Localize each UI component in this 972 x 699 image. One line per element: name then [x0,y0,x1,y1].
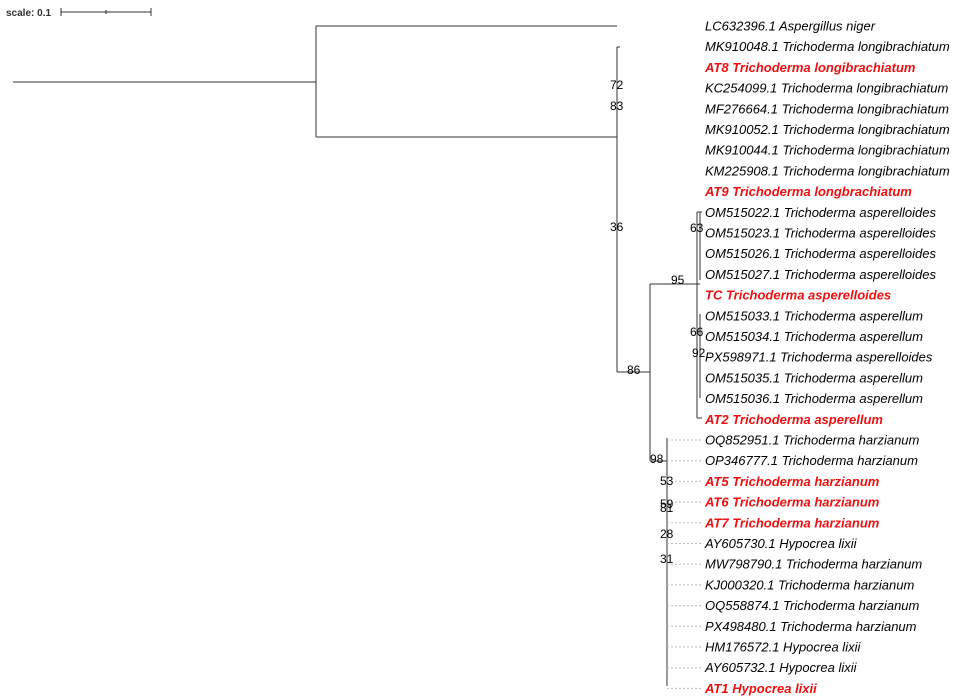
bootstrap-value: 83 [610,99,624,113]
leaf-label: PX498480.1 Trichoderma harzianum [705,619,917,634]
tree-branches [13,25,702,689]
leaf-label: OM515034.1 Trichoderma asperellum [705,329,923,344]
bootstrap-value: 86 [627,363,641,377]
leaf-label: MK910052.1 Trichoderma longibrachiatum [705,122,950,137]
scale-bar: scale: 0.1 [6,8,152,19]
bootstrap-value: 92 [692,346,706,360]
leaf-label: OQ558874.1 Trichoderma harzianum [705,598,920,613]
bootstrap-value: 72 [610,78,624,92]
leaf-label-highlighted: AT9 Trichoderma longbrachiatum [704,184,912,199]
leaf-label: OQ852951.1 Trichoderma harzianum [705,433,920,448]
leaf-label: KJ000320.1 Trichoderma harzianum [705,577,914,592]
bootstrap-value: 36 [610,220,624,234]
bootstrap-value: 28 [660,527,674,541]
bootstrap-value: 95 [671,273,685,287]
bootstrap-value: 66 [690,325,704,339]
leaf-label-highlighted: AT2 Trichoderma asperellum [704,412,883,427]
bootstrap-value: 59 [660,497,674,511]
bootstrap-value: 53 [660,474,674,488]
leaf-label: OM515035.1 Trichoderma asperellum [705,370,923,385]
bootstrap-value: 31 [660,552,674,566]
leaf-label: MK910048.1 Trichoderma longibrachiatum [705,39,950,54]
leaf-label-highlighted: AT5 Trichoderma harzianum [704,474,880,489]
leaf-label: OM515036.1 Trichoderma asperellum [705,391,923,406]
leaf-label: OM515026.1 Trichoderma asperelloides [705,246,936,261]
leaf-label: MF276664.1 Trichoderma longibrachiatum [705,101,949,116]
leaf-label: OM515033.1 Trichoderma asperellum [705,308,923,323]
leaf-label: MK910044.1 Trichoderma longibrachiatum [705,143,950,158]
leaf-label-highlighted: AT7 Trichoderma harzianum [704,515,880,530]
leaf-label: KM225908.1 Trichoderma longibrachiatum [705,163,950,178]
leaf-label: OM515022.1 Trichoderma asperelloides [705,205,936,220]
leaf-label-highlighted: TC Trichoderma asperelloides [705,288,891,303]
leaf-label: HM176572.1 Hypocrea lixii [705,640,861,655]
leaf-label-highlighted: AT1 Hypocrea lixii [704,681,817,696]
leaf-label: KC254099.1 Trichoderma longibrachiatum [705,81,948,96]
leaf-label: AY605732.1 Hypocrea lixii [704,660,858,675]
scale-label: scale: 0.1 [6,8,51,19]
leaf-label-highlighted: AT6 Trichoderma harzianum [704,495,880,510]
bootstrap-value: 98 [650,452,664,466]
bootstrap-value: 81 [660,501,674,515]
leaf-label: PX598971.1 Trichoderma asperelloides [705,350,933,365]
leaf-label: OM515027.1 Trichoderma asperelloides [705,267,936,282]
leaf-label-highlighted: AT8 Trichoderma longibrachiatum [704,60,916,75]
leaf-label: MW798790.1 Trichoderma harzianum [705,557,922,572]
leaf-label: LC632396.1 Aspergillus niger [705,19,876,34]
leaf-label: AY605730.1 Hypocrea lixii [704,536,858,551]
leaf-label: OP346777.1 Trichoderma harzianum [705,453,918,468]
leaf-label: OM515023.1 Trichoderma asperelloides [705,226,936,241]
bootstrap-value: 63 [690,221,704,235]
